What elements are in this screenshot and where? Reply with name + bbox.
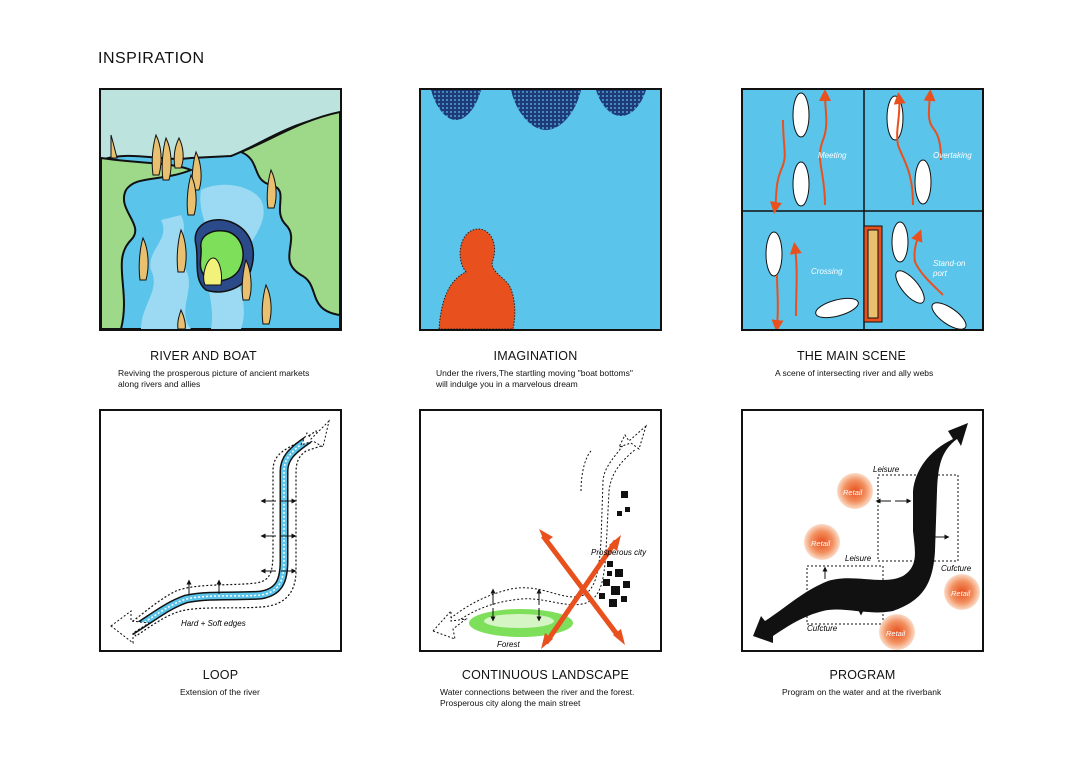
caption-description: Under the rivers,The startling moving "b… (436, 368, 633, 389)
label-culture-1: Cufcture (941, 564, 972, 573)
program-diagram: Retail Retail Retail Retail Leisure Leis… (741, 409, 984, 652)
caption-title: THE MAIN SCENE (796, 349, 907, 363)
label-retail-3: Retail (951, 589, 971, 598)
label-prosperous-city: Prosperous city (591, 548, 647, 557)
caption-description: Reviving the prosperous picture of ancie… (118, 368, 310, 389)
label-overtaking: Overtaking (933, 151, 972, 160)
main-scene-illustration: Meeting Overtaking Crossing Stand-on por… (741, 88, 984, 331)
caption-description: Extension of the river (180, 687, 260, 697)
caption-title: PROGRAM (829, 668, 896, 682)
caption-title: LOOP (202, 668, 239, 682)
caption-title: RIVER AND BOAT (150, 349, 257, 363)
label-meeting: Meeting (818, 151, 847, 160)
label-retail-2: Retail (811, 539, 831, 548)
label-forest: Forest (497, 640, 520, 649)
continuous-landscape-diagram: Prosperous city Forest (419, 409, 662, 652)
label-leisure-2: Leisure (845, 554, 872, 563)
caption-title: IMAGINATION (493, 349, 578, 363)
label-retail-1: Retail (843, 488, 863, 497)
caption-description: Water connections between the river and … (440, 687, 635, 708)
label-hard-soft-edges: Hard + Soft edges (181, 619, 246, 628)
imagination-illustration (419, 88, 662, 331)
river-and-boat-illustration (99, 88, 342, 331)
label-retail-4: Retail (886, 629, 906, 638)
label-leisure-1: Leisure (873, 465, 900, 474)
label-culture-2: Cufcture (807, 624, 838, 633)
page-title: INSPIRATION (98, 50, 205, 67)
label-crossing: Crossing (811, 267, 843, 276)
loop-diagram: Hard + Soft edges (99, 409, 342, 652)
caption-title: CONTINUOUS LANDSCAPE (461, 668, 630, 682)
caption-description: Program on the water and at the riverban… (782, 687, 942, 697)
caption-description: A scene of intersecting river and ally w… (775, 368, 934, 378)
label-port: port (932, 269, 948, 278)
label-stand-on: Stand-on (933, 259, 966, 268)
